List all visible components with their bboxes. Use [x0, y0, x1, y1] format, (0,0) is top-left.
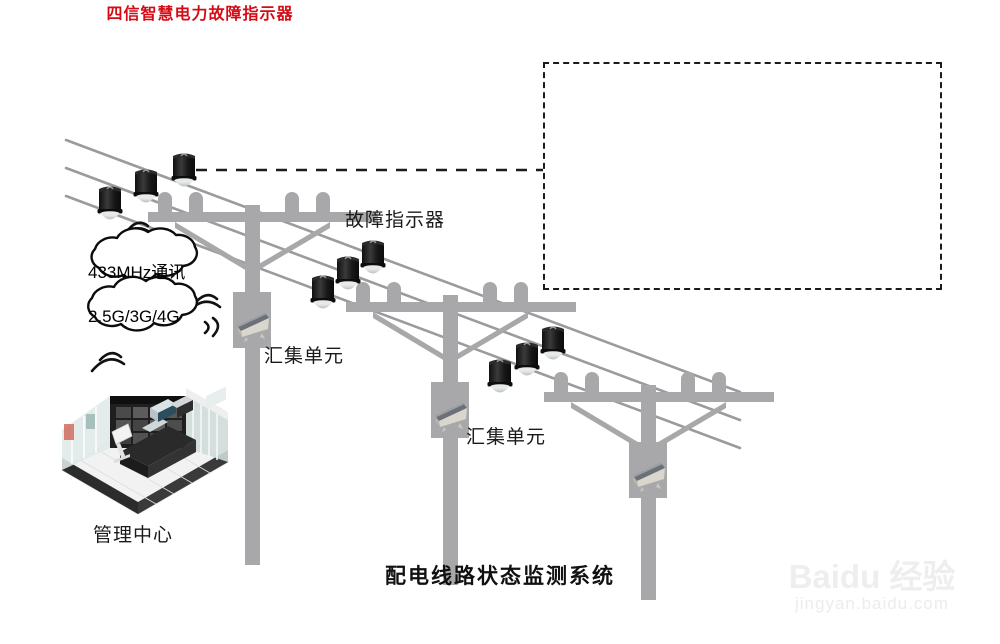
inset-caption: 四信智慧电力故障指示器 [106, 6, 294, 23]
office-chair [111, 423, 133, 463]
fault-indicator-group-right [486, 325, 567, 394]
label-management-center: 管理中心 [93, 525, 174, 546]
fault-indicator-group-middle [309, 239, 387, 310]
bubble-mobile-network [87, 275, 198, 332]
product-inset-frame [543, 62, 942, 290]
utility-pole-3 [544, 372, 774, 600]
utility-pole-2 [346, 282, 576, 585]
bubble-label-433mhz: 433MHz通讯 [88, 263, 186, 282]
control-desk [120, 386, 226, 478]
bubble-433mhz [90, 227, 199, 283]
label-collection-unit-1: 汇集单元 [264, 346, 345, 367]
bubble-label-mobile-network: 2.5G/3G/4G [88, 307, 180, 326]
management-center-illustration [61, 386, 229, 515]
diagram-title: 配电线路状态监测系统 [385, 565, 615, 588]
label-collection-unit-2: 汇集单元 [466, 427, 547, 448]
utility-pole-1 [148, 192, 378, 565]
label-fault-indicator: 故障指示器 [345, 210, 446, 231]
